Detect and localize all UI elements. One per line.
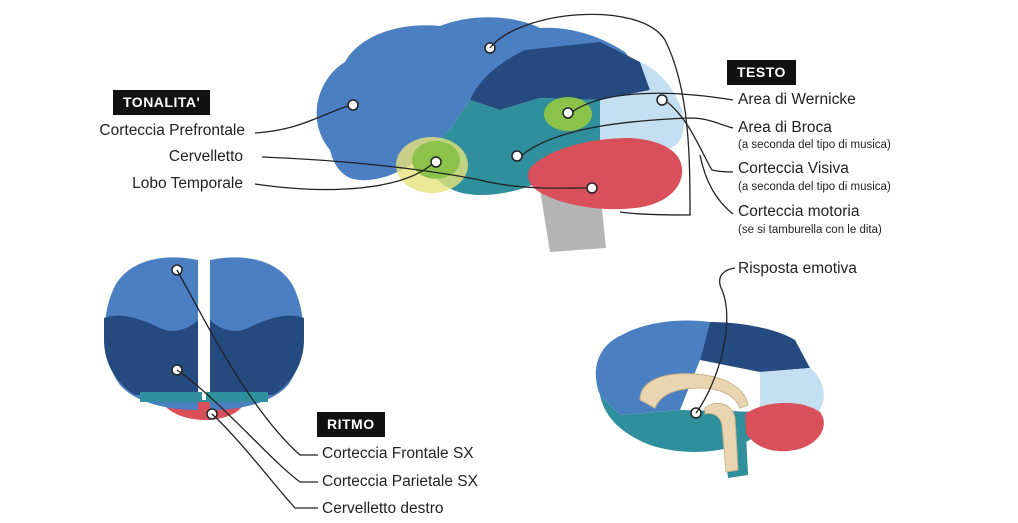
testo-tag: TESTO bbox=[727, 60, 796, 85]
label-risposta-emotiva: Risposta emotiva bbox=[738, 260, 857, 278]
label-area-broca: Area di Broca bbox=[738, 119, 832, 137]
dot-prefrontal bbox=[348, 100, 358, 110]
label-area-broca-note: (a seconda del tipo di musica) bbox=[738, 138, 891, 152]
dot-temporal bbox=[431, 157, 441, 167]
top-view-brain bbox=[104, 257, 304, 420]
lateral-brain bbox=[317, 17, 684, 252]
label-lobo-temporale: Lobo Temporale bbox=[132, 175, 243, 193]
label-cervelletto: Cervelletto bbox=[169, 148, 243, 166]
ritmo-tag: RITMO bbox=[317, 412, 385, 437]
label-cervelletto-destro: Cervelletto destro bbox=[322, 500, 443, 518]
label-corteccia-parietale-sx: Corteccia Parietale SX bbox=[322, 473, 478, 491]
sagittal-cerebellum bbox=[740, 403, 824, 451]
dot-visual bbox=[657, 95, 667, 105]
label-corteccia-frontale-sx: Corteccia Frontale SX bbox=[322, 445, 474, 463]
label-corteccia-visiva-note: (a seconda del tipo di musica) bbox=[738, 180, 891, 194]
dot-cerebellum bbox=[587, 183, 597, 193]
dot-wernicke bbox=[563, 108, 573, 118]
tonalita-tag: TONALITA' bbox=[113, 90, 210, 115]
sagittal-brain bbox=[596, 321, 824, 478]
label-area-wernicke: Area di Wernicke bbox=[738, 91, 856, 109]
label-corteccia-prefrontale: Corteccia Prefrontale bbox=[99, 122, 245, 140]
label-corteccia-motoria-note: (se si tamburella con le dita) bbox=[738, 223, 882, 237]
dot-broca bbox=[512, 151, 522, 161]
sagittal-parietal bbox=[700, 322, 810, 372]
label-corteccia-visiva: Corteccia Visiva bbox=[738, 160, 849, 178]
label-corteccia-motoria: Corteccia motoria bbox=[738, 203, 859, 221]
